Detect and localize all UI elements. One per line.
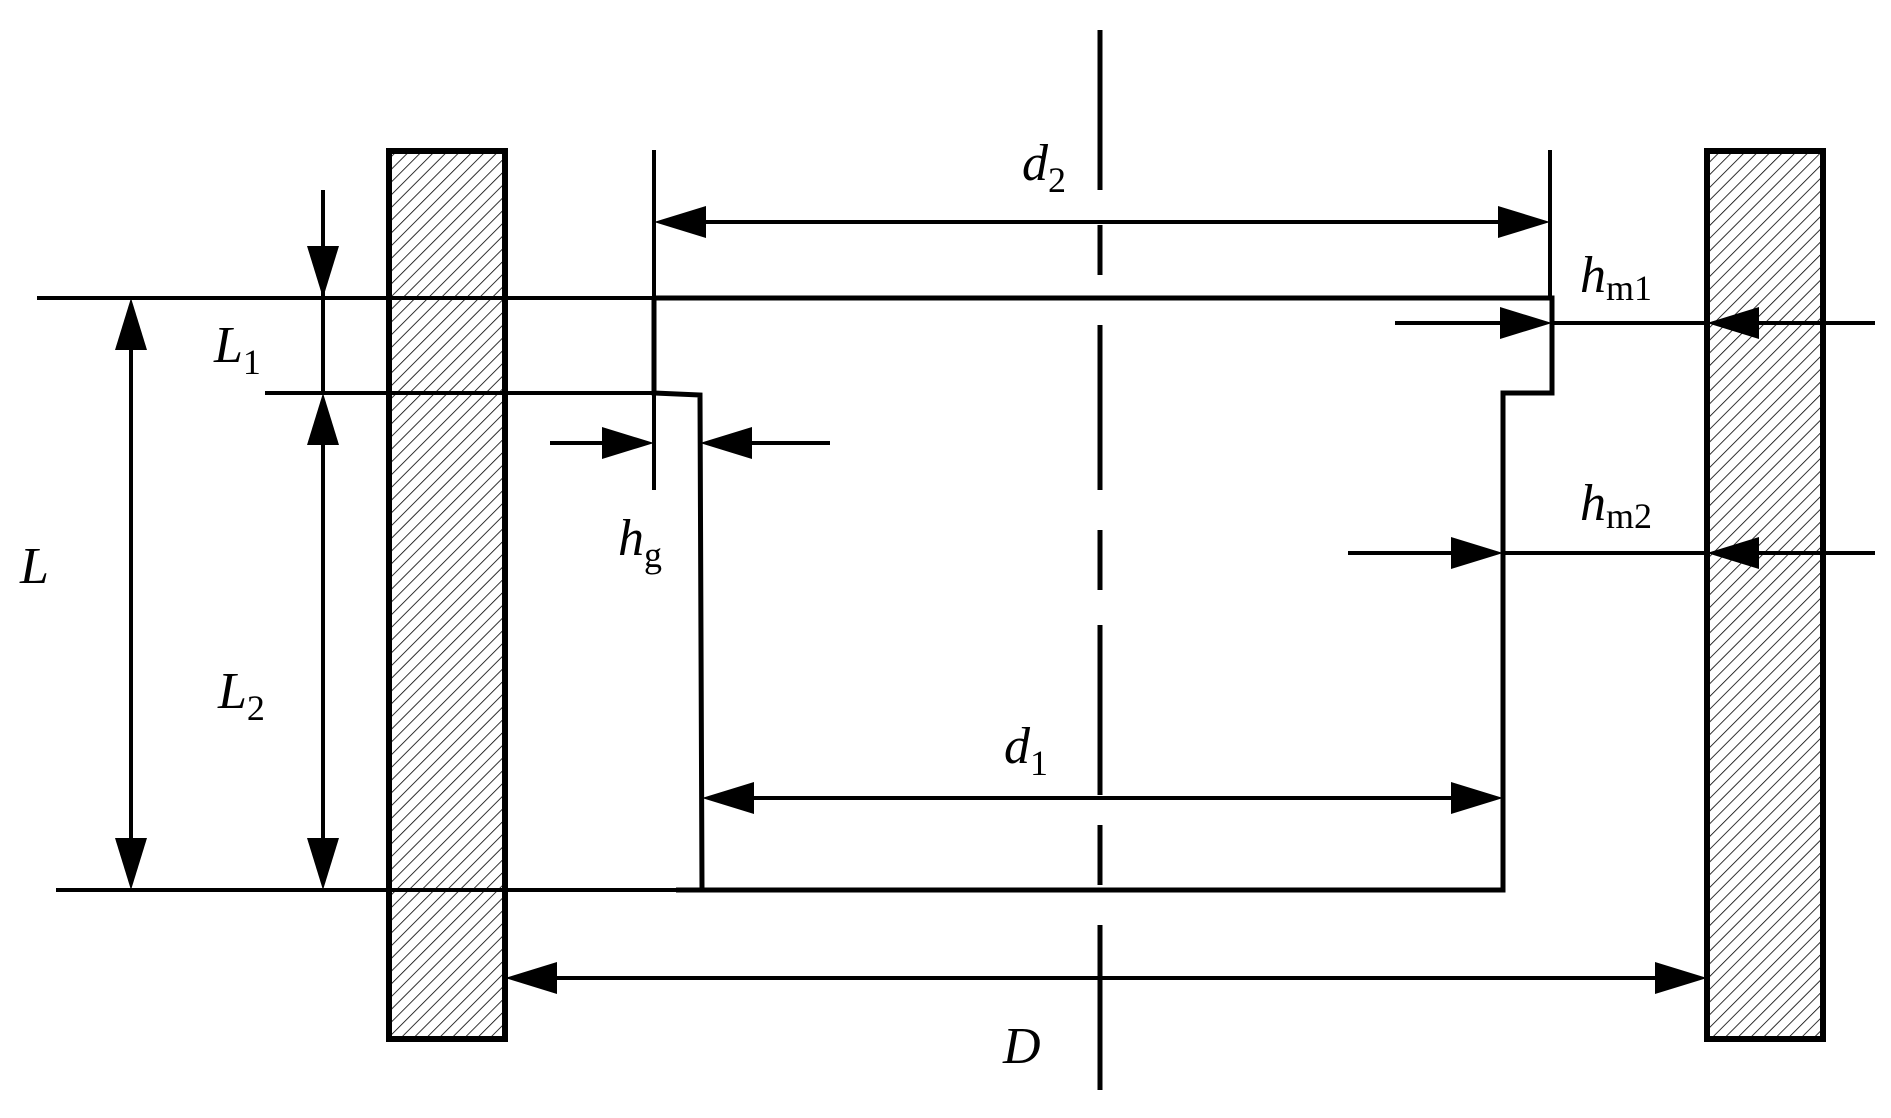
part-outline-left [651,298,705,891]
label-hm2: hm2 [1580,475,1652,536]
hm1-dimension [1395,307,1875,339]
part-outline [654,295,1555,893]
d2-dimension [654,206,1550,238]
label-L1: L1 [213,317,261,382]
L1-dimension [307,190,339,393]
hg-dimension [550,427,830,459]
label-L: L [19,538,49,595]
label-hm1: hm1 [1580,247,1652,308]
left-wall [386,148,508,1042]
d1-dimension [702,782,1503,814]
L-dimension [115,298,147,890]
label-d2: d2 [1022,135,1066,200]
label-L2: L2 [217,663,265,728]
right-wall [1704,148,1826,1042]
D-dimension [505,962,1707,994]
L2-dimension [307,393,339,890]
label-D: D [1002,1018,1041,1075]
label-hg: hg [618,510,662,575]
hm2-dimension [1348,537,1875,569]
label-d1: d1 [1004,718,1048,783]
